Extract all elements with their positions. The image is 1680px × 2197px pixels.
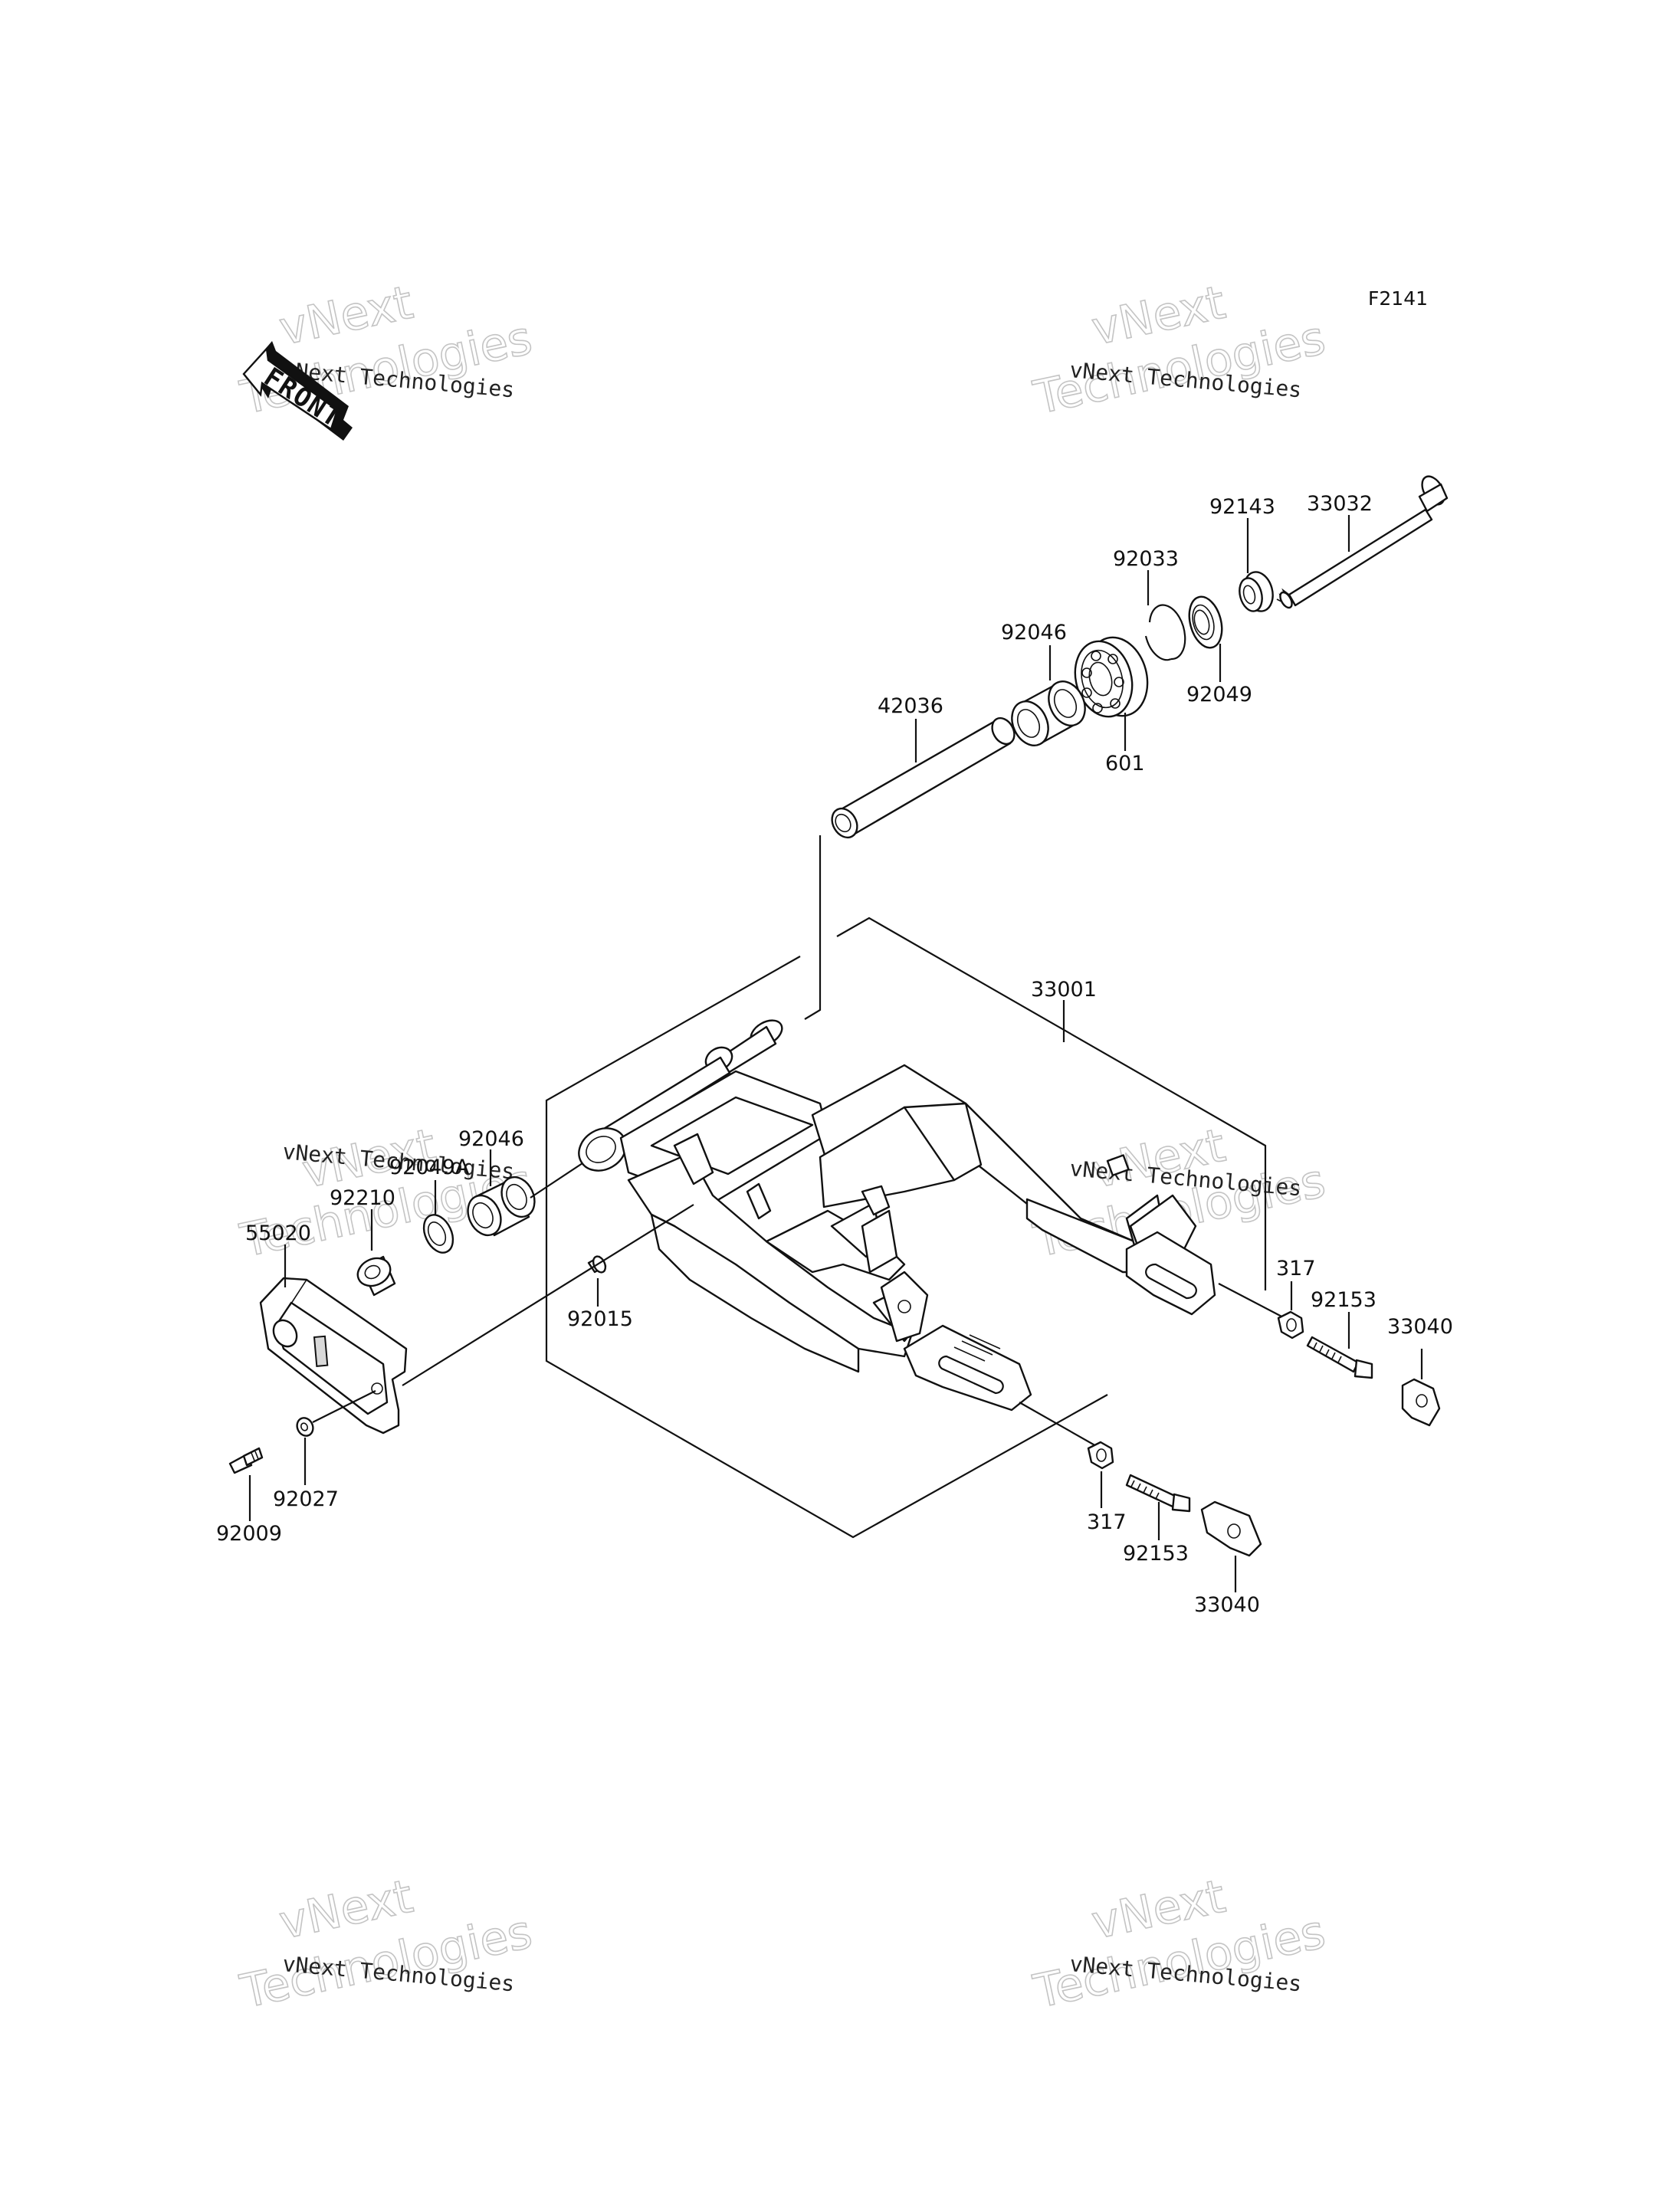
label-92046-left: 92046 — [458, 1127, 524, 1151]
label-33040-bottom: 33040 — [1194, 1593, 1260, 1617]
label-92027: 92027 — [273, 1487, 339, 1511]
assembly-line-bottom-nut — [1019, 1402, 1098, 1448]
assembly-line-right-nut — [1218, 1283, 1288, 1320]
pivot-sleeve-42036 — [831, 716, 1016, 839]
assembly-line-sleeve — [804, 835, 822, 1020]
needle-bearing-92046-top — [1011, 680, 1086, 746]
label-317-right: 317 — [1276, 1257, 1316, 1280]
assembly-line-left-bearing — [530, 1162, 583, 1199]
bracket-33001-upper — [836, 917, 1267, 1290]
label-601: 601 — [1105, 752, 1145, 776]
collar-92143 — [1239, 571, 1274, 612]
bracket-33001-lower — [545, 956, 1108, 1539]
label-92015: 92015 — [567, 1307, 633, 1331]
label-92143: 92143 — [1209, 495, 1275, 519]
label-92153-bottom: 92153 — [1123, 1542, 1189, 1566]
label-42036: 42036 — [878, 694, 943, 718]
swingarm-body — [578, 1019, 1216, 1412]
watermark-top-left: vNext Technologies vNext Technologies — [235, 275, 537, 426]
figure-code: F2141 — [1368, 287, 1428, 310]
assembly-line-chain-guard — [402, 1204, 694, 1386]
watermark-top-right: vNext Technologies vNext Technologies — [1029, 275, 1331, 426]
chain-adjuster-33040-bottom — [1200, 1500, 1262, 1557]
label-33001: 33001 — [1031, 978, 1097, 1002]
snap-ring-92033 — [1144, 604, 1186, 661]
screw-92009 — [228, 1447, 264, 1474]
nut-317-right — [1277, 1310, 1304, 1340]
needle-bearing-92046-left — [467, 1176, 536, 1237]
label-55020: 55020 — [245, 1221, 311, 1245]
seal-92049A — [422, 1214, 454, 1254]
ball-bearing-601 — [1074, 636, 1149, 718]
seal-92049 — [1188, 595, 1223, 649]
label-92046-top: 92046 — [1001, 621, 1067, 644]
label-33040-right: 33040 — [1387, 1315, 1453, 1339]
collar-92210 — [356, 1255, 396, 1297]
watermark-bottom-left: vNext Technologies vNext Technologies — [235, 1869, 537, 2020]
bolt-92153-right — [1306, 1336, 1373, 1379]
washer-92027 — [296, 1417, 314, 1437]
label-92210: 92210 — [330, 1186, 395, 1210]
chain-guard-55020 — [259, 1277, 408, 1435]
assembly-line-washer — [312, 1390, 376, 1423]
watermark-bottom-right: vNext Technologies vNext Technologies — [1029, 1869, 1331, 2020]
label-317-bottom: 317 — [1087, 1510, 1127, 1534]
label-92049A: 92049A — [389, 1156, 470, 1179]
label-92153-right: 92153 — [1311, 1288, 1376, 1312]
label-92049: 92049 — [1186, 683, 1252, 707]
nut-317-bottom — [1087, 1441, 1114, 1470]
chain-adjuster-33040-right — [1401, 1378, 1441, 1427]
bolt-92153-bottom — [1125, 1474, 1191, 1513]
label-33032: 33032 — [1307, 492, 1373, 516]
pivot-shaft-33032 — [1276, 475, 1449, 609]
label-92033: 92033 — [1113, 547, 1179, 571]
label-92009: 92009 — [216, 1522, 282, 1546]
